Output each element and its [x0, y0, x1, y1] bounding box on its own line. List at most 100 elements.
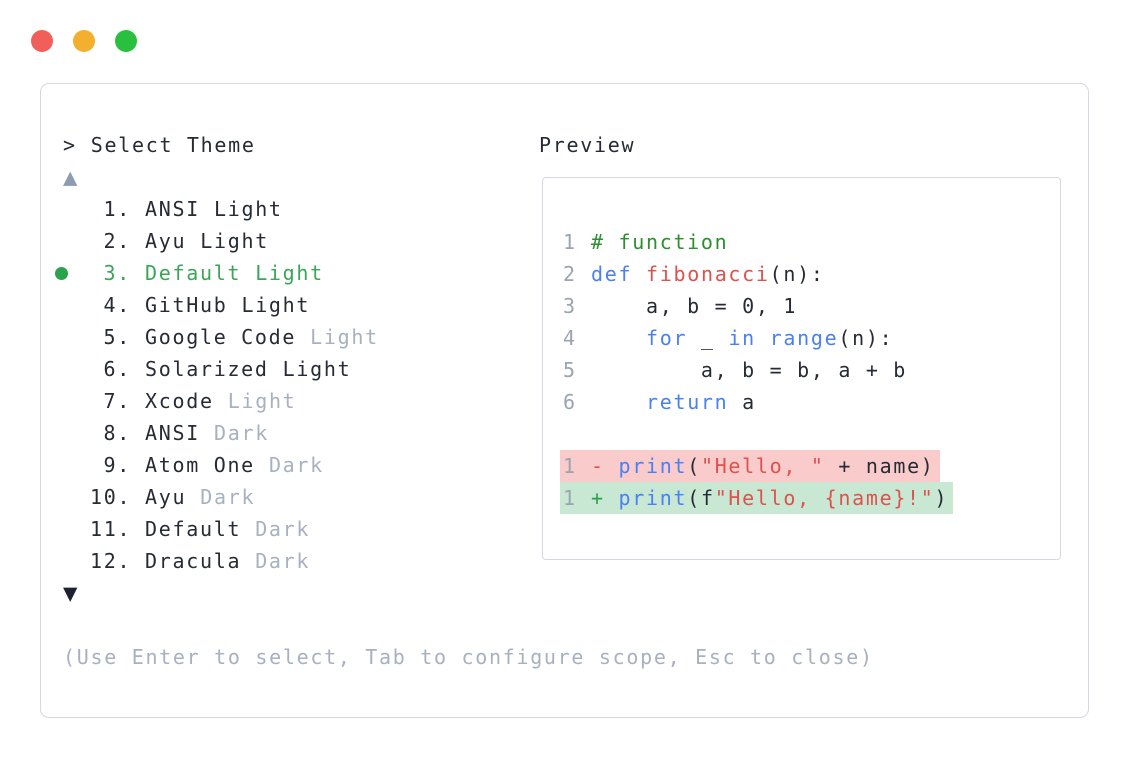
code-token-plain: (n):	[838, 326, 894, 350]
diff-highlight-removed: 1- print("Hello, " + name)	[560, 450, 940, 482]
code-token-function: fibonacci	[645, 262, 770, 286]
code-token-plain: (f	[687, 486, 715, 510]
close-button[interactable]	[31, 30, 53, 52]
code-token-keyword: range	[769, 326, 839, 350]
maximize-button[interactable]	[115, 30, 137, 52]
line-number: 1	[563, 486, 577, 510]
theme-item-number: 1.	[103, 197, 131, 221]
theme-item-label: ANSI Dark	[145, 417, 269, 449]
theme-item-number: 12.	[90, 549, 132, 573]
scroll-up-row: ▲	[63, 161, 874, 193]
code-token-plain: a, b = b, a + b	[591, 358, 908, 382]
picker-title: Select Theme	[90, 133, 256, 157]
line-number: 2	[563, 262, 577, 286]
code-token-plain	[591, 326, 646, 350]
line-number: 6	[563, 390, 577, 414]
theme-item-label: Default Dark	[145, 513, 310, 545]
code-line: 5 a, b = b, a + b	[563, 354, 1060, 386]
code-line: 1 # function	[563, 226, 1060, 258]
code-token-plus: +	[591, 486, 619, 510]
theme-item-variant: Light	[200, 229, 269, 253]
code-token-comment: # function	[591, 230, 729, 254]
theme-item-variant: Dark	[255, 517, 311, 541]
code-token-plain: _	[687, 326, 729, 350]
theme-item-name: Ayu	[145, 229, 187, 253]
code-line-diff-added: 1 + print(f"Hello, {name}!")	[560, 482, 1060, 514]
theme-item-number: 3.	[103, 261, 131, 285]
code-token-keyword: return	[645, 390, 729, 414]
theme-item[interactable]: 6. Solarized Light	[63, 353, 874, 385]
theme-item-number: 10.	[90, 485, 132, 509]
code-token-plain: a	[728, 390, 756, 414]
theme-item[interactable]: 11. Default Dark	[63, 513, 874, 545]
theme-item-name: Atom One	[145, 453, 255, 477]
code-line-diff-removed: 1- print("Hello, " + name)	[560, 450, 1060, 482]
minimize-button[interactable]	[73, 30, 95, 52]
code-line: 6 return a	[563, 386, 1060, 418]
code-token-plain: )	[934, 486, 949, 510]
line-number: 1	[563, 454, 577, 478]
theme-item[interactable]: 8. ANSI Dark	[63, 417, 874, 449]
theme-item-number: 2.	[103, 229, 131, 253]
green-dot-icon	[55, 266, 68, 280]
theme-item[interactable]: 9. Atom One Dark	[63, 449, 874, 481]
theme-item-number: 5.	[103, 325, 131, 349]
theme-item-variant: Light	[241, 293, 311, 317]
theme-item-variant: Light	[310, 325, 379, 349]
theme-item-variant: Light	[282, 357, 352, 381]
theme-item-name: ANSI	[145, 421, 200, 445]
diff-highlight-added: 1 + print(f"Hello, {name}!")	[560, 482, 954, 514]
theme-item-variant: Light	[255, 261, 324, 285]
theme-item-label: Solarized Light	[145, 353, 351, 385]
code-token-plain: (n):	[769, 262, 825, 286]
selected-indicator	[55, 266, 90, 280]
help-text: (Use Enter to select, Tab to configure s…	[63, 645, 874, 669]
theme-item-variant: Dark	[213, 421, 269, 445]
scroll-down-icon[interactable]: ▼	[63, 579, 80, 607]
code-line: 4 for _ in range(n):	[563, 322, 1060, 354]
scroll-up-icon[interactable]: ▲	[63, 163, 80, 191]
theme-item-name: Default	[145, 517, 242, 541]
theme-item-label: Ayu Light	[145, 225, 269, 257]
code-token-plain	[591, 390, 646, 414]
theme-item-label: Default Light	[145, 257, 324, 289]
code-token-keyword: print	[618, 486, 688, 510]
code-token-string: "Hello, {name}!"	[714, 486, 935, 510]
code-token-minus: -	[591, 454, 619, 478]
theme-item-number: 4.	[103, 293, 131, 317]
theme-item-number: 11.	[90, 517, 132, 541]
theme-item-variant: Dark	[268, 453, 324, 477]
theme-item-name: Dracula	[145, 549, 242, 573]
theme-item-number: 9.	[103, 453, 131, 477]
line-number: 4	[563, 326, 577, 350]
line-number: 3	[563, 294, 577, 318]
code-token-keyword: in	[728, 326, 756, 350]
theme-item-number: 6.	[103, 357, 131, 381]
theme-item[interactable]: 3. Default Light	[55, 257, 874, 289]
theme-item[interactable]: 2. Ayu Light	[63, 225, 874, 257]
theme-item-name: Default	[145, 261, 242, 285]
code-token-plain: a, b = 0, 1	[591, 294, 798, 318]
theme-item-number: 8.	[103, 421, 131, 445]
code-line	[563, 418, 1060, 450]
theme-item-name: Solarized	[145, 357, 269, 381]
line-number: 1	[563, 230, 577, 254]
theme-item-number: 7.	[103, 389, 131, 413]
preview-title: Preview	[539, 133, 636, 157]
line-number: 5	[563, 358, 577, 382]
